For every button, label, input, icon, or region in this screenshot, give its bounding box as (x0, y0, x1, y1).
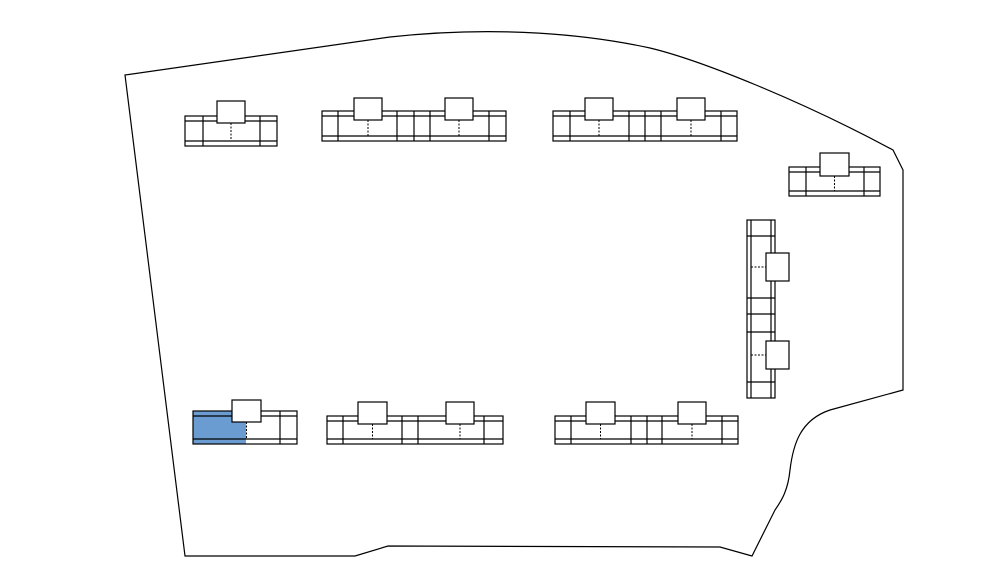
unit-right-vertical[interactable] (746, 219, 790, 399)
unit-row-top-3[interactable] (552, 97, 738, 142)
unit-box[interactable] (444, 97, 474, 121)
unit-box[interactable] (584, 97, 614, 121)
unit-right-1[interactable] (788, 152, 881, 197)
unit-box[interactable] (819, 152, 850, 177)
unit-box[interactable] (585, 401, 616, 425)
unit-outline (746, 219, 776, 399)
unit-row-bottom-1[interactable] (192, 399, 298, 445)
site-boundary (124, 31, 904, 557)
unit-outline (326, 415, 504, 445)
unit-box[interactable] (357, 401, 388, 425)
unit-box[interactable] (216, 100, 246, 124)
unit-box[interactable] (765, 340, 790, 370)
unit-box[interactable] (353, 97, 383, 121)
unit-row-bottom-3[interactable] (554, 401, 739, 445)
unit-box[interactable] (677, 401, 707, 425)
unit-box[interactable] (676, 97, 706, 121)
unit-row-top-2[interactable] (321, 97, 507, 142)
unit-box[interactable] (231, 399, 262, 423)
unit-row-bottom-2[interactable] (326, 401, 504, 445)
unit-row-top-1[interactable] (184, 100, 278, 147)
unit-box[interactable] (445, 401, 475, 425)
unit-box[interactable] (765, 252, 790, 282)
